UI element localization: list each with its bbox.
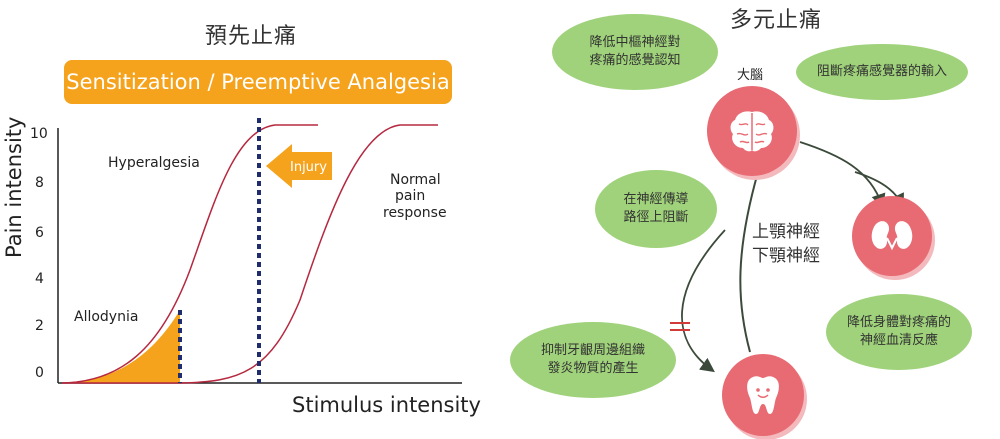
hyperalgesia-label: Hyperalgesia xyxy=(108,155,200,171)
y-tick-10: 10 xyxy=(30,126,48,142)
y-tick-0: 0 xyxy=(35,365,44,381)
tooth-icon xyxy=(747,376,779,414)
sensitized-curve xyxy=(61,124,318,384)
bubble-text-line: 路徑上阻斷 xyxy=(623,210,689,225)
brain-kidney-arrow-1 xyxy=(799,141,886,209)
bubble-text-line: 發炎物質的產生 xyxy=(547,361,639,376)
normal-label-3: response xyxy=(383,205,447,221)
tooth-node xyxy=(722,354,804,436)
bubble-central-nervous: 降低中樞神經對疼痛的感覺認知 xyxy=(552,14,718,90)
panel-title: 多元止痛 xyxy=(730,8,823,33)
bubble-text-line: 抑制牙齦周邊組織 xyxy=(540,343,645,358)
mandibular-nerve-label: 下顎神經 xyxy=(752,246,820,266)
kidney-node xyxy=(852,196,932,276)
bubble-conduction-block: 在神經傳導路徑上阻斷 xyxy=(595,170,717,248)
y-tick-4: 4 xyxy=(35,271,44,287)
normal-pain-curve xyxy=(62,124,438,384)
conduction-arrow xyxy=(681,229,726,373)
y-axis-title: Pain intensity xyxy=(2,117,26,258)
nerve-line xyxy=(739,171,759,353)
pain-curve-diagram: 0 2 4 6 8 10 Pain intensity Stimulus int… xyxy=(2,117,481,417)
brain-label: 大腦 xyxy=(737,68,764,83)
y-tick-2: 2 xyxy=(35,318,44,334)
normal-label-1: Normal xyxy=(390,172,441,188)
bubble-receptor-block: 阻斷疼痛感覺器的輸入 xyxy=(796,44,968,100)
kidney-icon xyxy=(871,221,913,251)
bubble-serum-response: 降低身體對疼痛的神經血清反應 xyxy=(826,294,972,370)
y-tick-6: 6 xyxy=(35,225,44,241)
y-tick-8: 8 xyxy=(35,175,44,191)
maxillary-nerve-label: 上顎神經 xyxy=(752,222,820,242)
injury-label: Injury xyxy=(290,160,327,175)
allodynia-label: Allodynia xyxy=(74,309,138,325)
panel-title: 預先止痛 xyxy=(205,24,298,49)
bubble-text-line: 降低中樞神經對 xyxy=(589,35,681,50)
connector-lines xyxy=(670,141,904,373)
bubble-text-line: 降低身體對疼痛的 xyxy=(846,315,951,330)
injury-arrow xyxy=(266,144,332,188)
bubble-inflammation: 抑制牙齦周邊組織發炎物質的產生 xyxy=(510,322,676,398)
brain-node xyxy=(707,86,797,176)
brain-icon xyxy=(730,111,774,152)
bubble-text-line: 在神經傳導 xyxy=(623,192,689,207)
bubble-text-line: 阻斷疼痛感覺器的輸入 xyxy=(816,64,947,79)
nerve-labels: 上顎神經 下顎神經 xyxy=(752,220,820,268)
bubble-text-line: 神經血清反應 xyxy=(859,333,938,348)
allodynia-area xyxy=(62,310,180,383)
sensitization-banner: Sensitization / Preemptive Analgesia xyxy=(64,60,452,104)
x-axis-title: Stimulus intensity xyxy=(292,393,481,417)
preemptive-analgesia-panel: 預先止痛 Sensitization / Preemptive Analgesi… xyxy=(2,24,481,417)
bubble-text-line: 疼痛的感覺認知 xyxy=(589,53,681,68)
normal-label-2: pain xyxy=(395,188,425,204)
multimodal-analgesia-panel: 多元止痛 降低中樞神經對疼痛的感覺認知 阻斷疼痛感覺器的輸入 在神經傳導路徑上阻… xyxy=(500,0,1000,439)
